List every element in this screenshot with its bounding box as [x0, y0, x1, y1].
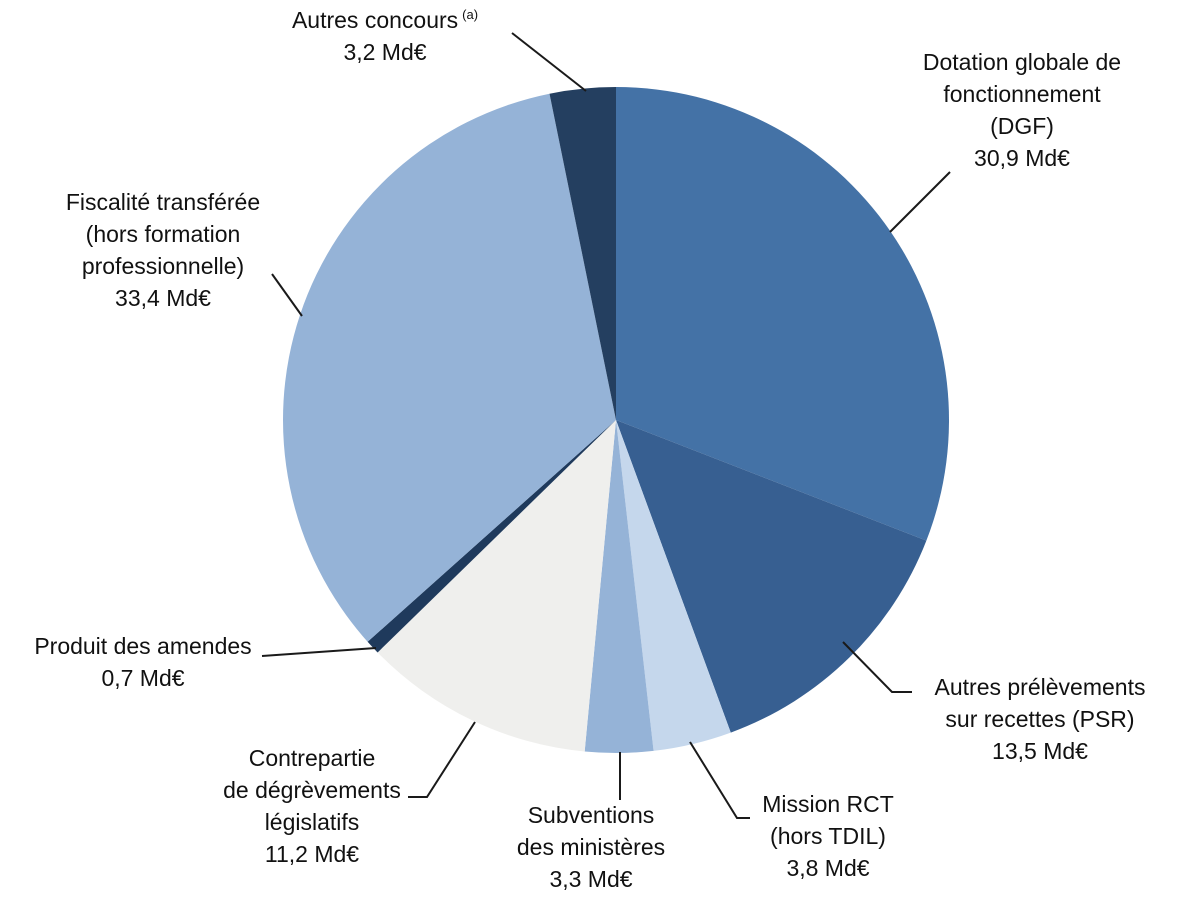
leader-line: [271, 273, 303, 317]
slice-name-text: des ministères: [517, 834, 665, 860]
slice-name-text: Subventions: [528, 802, 655, 828]
leader-lines: [261, 32, 951, 819]
slice-label: Contrepartie de dégrèvements législatifs 11…: [223, 745, 401, 867]
leader-line: [408, 721, 476, 798]
slice-name-text: professionnelle): [82, 253, 244, 279]
leader-line: [889, 171, 951, 233]
pie-slices: [283, 86, 950, 753]
slice-name-text: Fiscalité transférée: [66, 189, 260, 215]
slice-value-label: 33,4 Md€: [115, 285, 211, 311]
slice-label: Fiscalité transférée (hors formation profe…: [66, 189, 260, 311]
slice-value-label: 11,2 Md€: [265, 841, 359, 867]
slice-label: Autres concours(a) 3,2 Md€: [292, 7, 478, 65]
pie-slice: [283, 93, 616, 642]
slice-value-label: 30,9 Md€: [974, 145, 1070, 171]
pie-slice: [584, 420, 654, 753]
slice-value-label: 3,2 Md€: [343, 39, 426, 65]
slice-name-text: sur recettes (PSR): [945, 706, 1134, 732]
leader-line: [261, 647, 377, 657]
leader-line: [511, 32, 587, 92]
slice-value-label: 0,7 Md€: [101, 665, 184, 691]
slice-value-label: 13,5 Md€: [992, 738, 1088, 764]
pie-slice: [616, 86, 950, 541]
slice-value-label: 3,3 Md€: [549, 866, 632, 892]
slice-name-text: Autres concours(a): [292, 7, 478, 33]
superscript-note: (a): [462, 7, 478, 22]
slice-name-text: Autres prélèvements: [935, 674, 1146, 700]
slice-value-label: 3,8 Md€: [786, 855, 869, 881]
slice-name-text: fonctionnement: [943, 81, 1101, 107]
pie-slice: [367, 420, 616, 653]
pie-slice: [549, 87, 616, 420]
pie-slice: [616, 420, 731, 751]
slice-labels: Dotation globale de fonctionnement (DGF) 30…: [34, 7, 1145, 892]
slice-name-text: Contrepartie: [249, 745, 376, 771]
pie-slice: [616, 420, 927, 733]
slice-label: Produit des amendes 0,7 Md€: [34, 633, 251, 691]
slice-label: Subventions des ministères 3,3 Md€: [517, 802, 665, 892]
leader-line: [842, 641, 912, 693]
slice-label: Dotation globale de fonctionnement (DGF) 30…: [923, 49, 1121, 171]
pie-slice: [377, 420, 616, 752]
slice-label: Mission RCT (hors TDIL) 3,8 Md€: [762, 791, 894, 881]
leader-line: [689, 741, 750, 819]
slice-name-text: (hors TDIL): [770, 823, 886, 849]
slice-name-text: Mission RCT: [762, 791, 894, 817]
slice-label: Autres prélèvements sur recettes (PSR) 13,…: [935, 674, 1146, 764]
slice-name-text: (hors formation: [86, 221, 241, 247]
slice-name-text: de dégrèvements: [223, 777, 401, 803]
slice-name-text: (DGF): [990, 113, 1054, 139]
slice-name-text: législatifs: [265, 809, 360, 835]
slice-name-text: Dotation globale de: [923, 49, 1121, 75]
slice-name-text: Produit des amendes: [34, 633, 251, 659]
